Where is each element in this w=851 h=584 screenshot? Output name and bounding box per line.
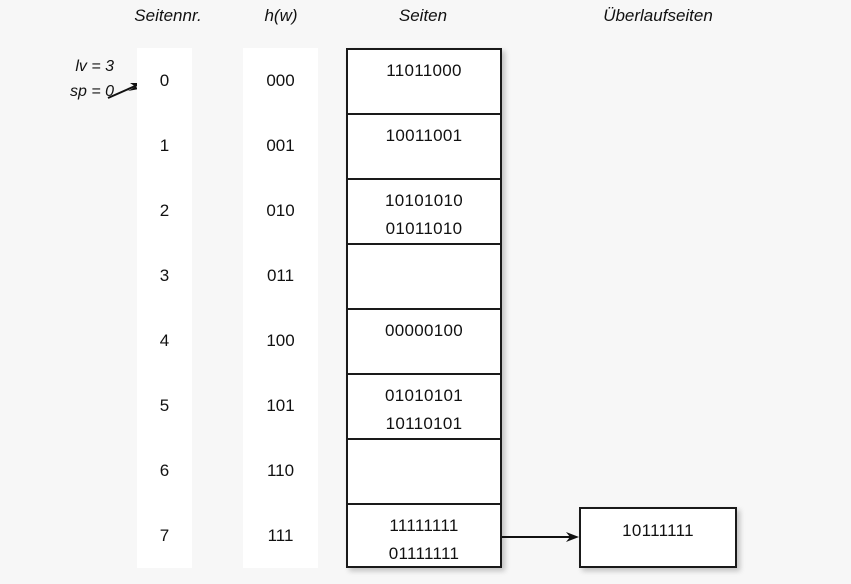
overflow-page: 10111111 xyxy=(579,507,737,568)
seiten-entry: 10011001 xyxy=(385,126,463,145)
directory-parameters: lv = 3 sp = 0 xyxy=(36,54,114,104)
hw-cell: 100 xyxy=(266,331,295,350)
seiten-entry: 01011010 xyxy=(385,219,463,238)
seitennr-cell: 0 xyxy=(159,71,170,90)
seiten-entry: 00000100 xyxy=(384,321,464,340)
hw-cell: 101 xyxy=(266,396,295,415)
seiten-row: 01010101 10110101 xyxy=(348,375,500,440)
column-header-ueberlaufseiten: Überlaufseiten xyxy=(603,6,713,25)
column-header-hw: h(w) xyxy=(264,6,298,25)
seiten-entry: 01111111 xyxy=(388,544,460,563)
seiten-row: 11111111 01111111 xyxy=(348,505,500,570)
lv-value: lv = 3 xyxy=(75,58,114,75)
seiten-row xyxy=(348,245,500,310)
column-seitennr: 0 1 2 3 4 5 6 7 xyxy=(137,48,192,568)
sp-value: sp = 0 xyxy=(69,83,114,100)
hw-cell: 010 xyxy=(266,201,295,220)
seitennr-cell: 2 xyxy=(159,201,170,220)
seitennr-cell: 6 xyxy=(159,461,170,480)
arrow-right-icon xyxy=(502,532,579,542)
seiten-entry: 10101010 xyxy=(384,191,464,210)
seiten-entry: 11011000 xyxy=(386,61,462,80)
column-header-seiten: Seiten xyxy=(398,6,448,25)
hw-cell: 111 xyxy=(267,526,294,545)
hw-cell: 001 xyxy=(266,136,295,155)
seiten-row: 11011000 xyxy=(348,50,500,115)
hw-cell: 011 xyxy=(266,266,295,285)
seitennr-cell: 7 xyxy=(159,526,170,545)
seiten-row: 10011001 xyxy=(348,115,500,180)
seiten-entry: 11111111 xyxy=(389,516,459,535)
seiten-entry: 01010101 xyxy=(384,386,464,405)
overflow-entry: 10111111 xyxy=(622,521,694,540)
column-header-seitennr: Seitennr. xyxy=(134,6,202,25)
column-hw: 000 001 010 011 100 101 110 111 xyxy=(243,48,318,568)
seiten-row xyxy=(348,440,500,505)
seiten-row: 00000100 xyxy=(348,310,500,375)
seitennr-cell: 4 xyxy=(159,331,170,350)
seitennr-cell: 1 xyxy=(159,136,170,155)
seitennr-cell: 5 xyxy=(159,396,170,415)
seiten-table: 11011000 10011001 10101010 01011010 00000100… xyxy=(346,48,502,568)
hw-cell: 110 xyxy=(266,461,295,480)
seiten-row: 10101010 01011010 xyxy=(348,180,500,245)
hw-cell: 000 xyxy=(266,71,295,90)
seitennr-cell: 3 xyxy=(159,266,170,285)
seiten-entry: 10110101 xyxy=(385,414,463,433)
